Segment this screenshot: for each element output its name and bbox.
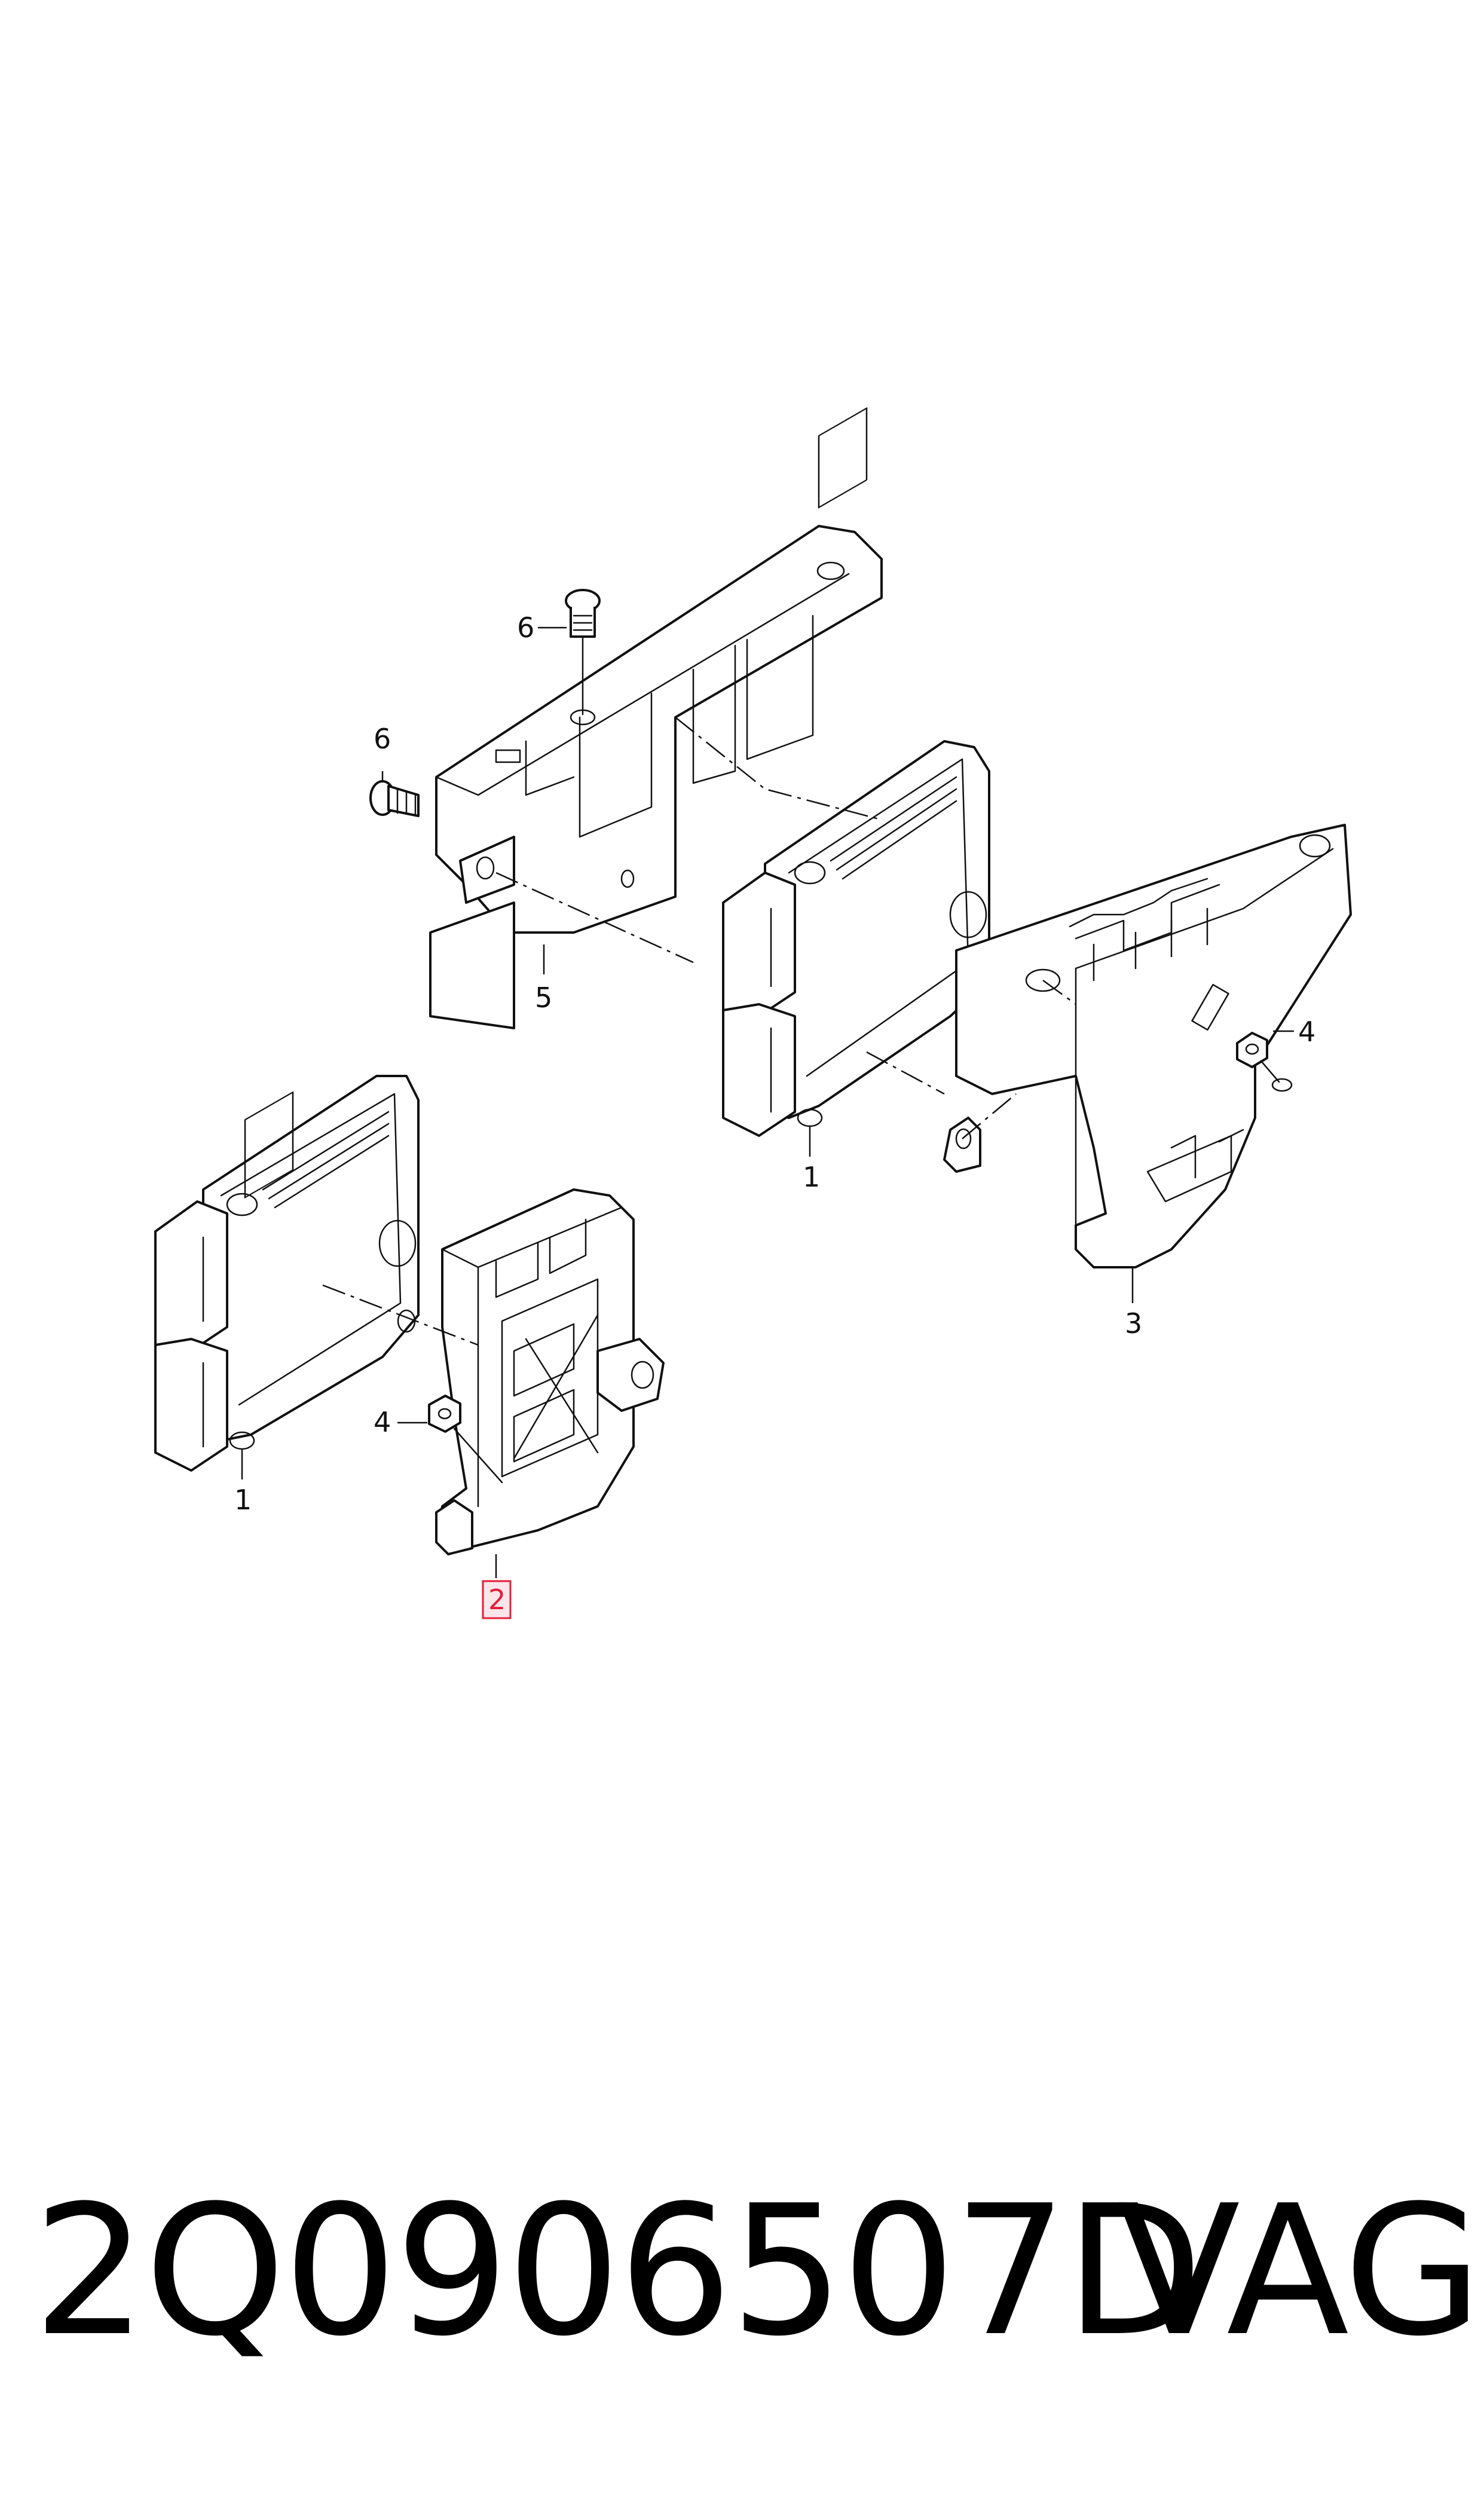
right-carrier-bracket xyxy=(943,824,1352,1303)
callouts: 6 6 5 1 4 3 1 4 2 xyxy=(234,612,1315,1619)
callout-1-lower[interactable]: 1 xyxy=(234,1484,252,1516)
part-number: 2Q0906507D xyxy=(33,2167,1203,2376)
assembly-lines xyxy=(322,717,1076,1346)
brand-label: VAG xyxy=(1118,2167,1482,2376)
bolt-6-left xyxy=(369,780,420,817)
bolt-6-top xyxy=(565,589,601,726)
callout-4-upper[interactable]: 4 xyxy=(1298,1016,1315,1048)
callout-4-lower[interactable]: 4 xyxy=(374,1406,391,1438)
control-unit-upper xyxy=(722,407,990,1157)
nut-4-upper xyxy=(1236,1032,1293,1092)
callout-5[interactable]: 5 xyxy=(535,982,552,1014)
nut-4-lower xyxy=(428,1395,503,1484)
upper-bracket xyxy=(429,525,883,1029)
control-unit-lower xyxy=(154,1075,420,1479)
callout-6-top[interactable]: 6 xyxy=(517,612,534,644)
callout-3[interactable]: 3 xyxy=(1125,1307,1142,1340)
lower-bracket xyxy=(435,1188,665,1578)
callout-6-left[interactable]: 6 xyxy=(374,723,391,755)
callout-1-upper[interactable]: 1 xyxy=(803,1161,820,1193)
callout-2[interactable]: 2 xyxy=(488,1583,506,1616)
leader-lines xyxy=(381,626,1294,1424)
callout-2-highlight-box xyxy=(482,1580,512,1619)
